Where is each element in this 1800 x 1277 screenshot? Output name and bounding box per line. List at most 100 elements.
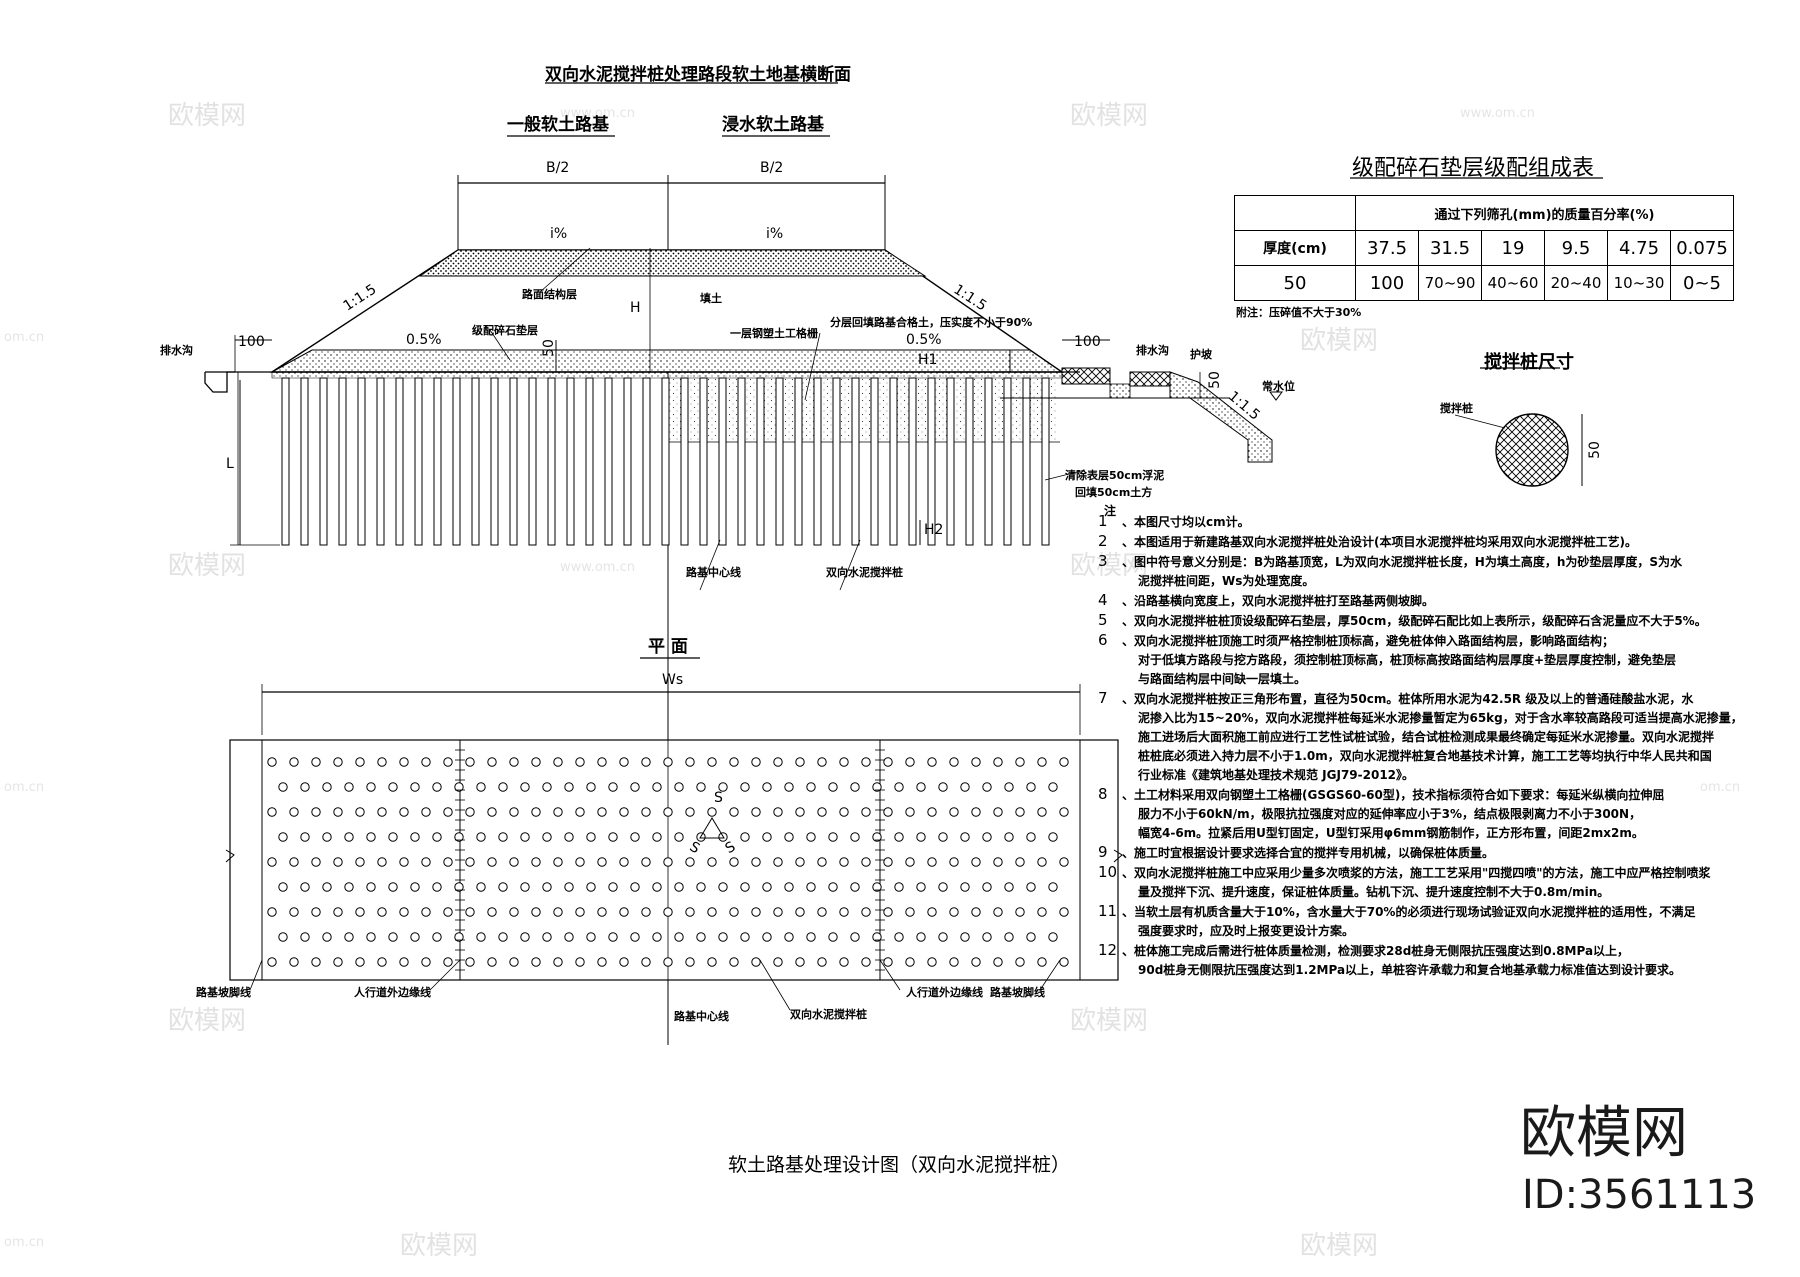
plan-pile (531, 807, 541, 817)
plan-pile (630, 932, 640, 942)
plan-pile (487, 857, 497, 867)
plan-pile (872, 882, 882, 892)
plan-pile (949, 957, 959, 967)
plan-pile (267, 807, 277, 817)
plan-pile (399, 907, 409, 917)
plan-pile (487, 807, 497, 817)
ws-label: Ws (662, 672, 684, 688)
protection-label: 护坡 (1190, 348, 1212, 361)
plan-pile (333, 857, 343, 867)
plan-pile (784, 932, 794, 942)
pile (851, 377, 860, 546)
hundred-left: 100 (238, 334, 265, 350)
pavement-layer (418, 249, 927, 277)
plan-pile (729, 857, 739, 867)
pile-diameter: 50 (1586, 441, 1603, 459)
plan-pile (322, 882, 332, 892)
note-text: 、双向水泥搅拌桩顶施工时须严格控制桩顶标高，避免桩体伸入路面结构层，影响路面结构… (1122, 634, 1615, 648)
plan-pile (608, 882, 618, 892)
plan-pile (399, 957, 409, 967)
plan-pile (762, 832, 772, 842)
plan-pile (1015, 857, 1025, 867)
note-item: 与路面结构层中间缺一层填土。 (1138, 672, 1307, 686)
plan-pile (586, 782, 596, 792)
note-number: 9 (1098, 843, 1108, 861)
pile (585, 377, 594, 546)
leader-geogrid (804, 332, 821, 401)
plan-pile (278, 882, 288, 892)
pile (870, 377, 879, 546)
plan-pile (1004, 832, 1014, 842)
plan-pile (619, 907, 629, 917)
plan-pile (564, 882, 574, 892)
water-level-label: 常水位 (1262, 380, 1295, 393)
plan-pile (839, 807, 849, 817)
plan-pile (795, 857, 805, 867)
plan-pile (817, 857, 827, 867)
geogrid-label: 一层钢塑土工格栅 (730, 327, 818, 340)
plan-pile (388, 932, 398, 942)
sieve-size: 4.75 (1607, 230, 1671, 266)
plan-pile (1048, 782, 1058, 792)
right-drain-block (1061, 367, 1111, 385)
plan-pile (443, 907, 453, 917)
note-number: 8 (1098, 785, 1108, 803)
model-id: ID:3561113 (1522, 1172, 1757, 1218)
plan-pile (685, 957, 695, 967)
plan-pile (344, 932, 354, 942)
plan-pile (1048, 832, 1058, 842)
watermark-logo: 欧模网 (400, 1231, 479, 1261)
plan-pile (421, 907, 431, 917)
note-item: 量及搅拌下沉、提升速度，保证桩体质量。钻机下沉、提升速度控制不大于0.8m/mi… (1138, 885, 1610, 899)
note-item: 3、图中符号意义分别是：B为路基顶宽，L为双向水泥搅拌桩长度，H为填土高度，h为… (1098, 552, 1738, 572)
plan-pile (773, 957, 783, 967)
pass-percent: 40~60 (1481, 265, 1545, 301)
pile (319, 377, 328, 546)
plan-pile (762, 782, 772, 792)
crossfall-right: i% (766, 226, 784, 242)
plan-pile (828, 932, 838, 942)
pile (1003, 377, 1012, 546)
gravel-cushion (271, 349, 1064, 373)
plan-pile (795, 757, 805, 767)
plan-pile (729, 807, 739, 817)
pile (414, 377, 423, 546)
plan-pile (509, 807, 519, 817)
pile (1022, 377, 1031, 546)
plan-pile (828, 882, 838, 892)
plan-pile (388, 782, 398, 792)
plan-pile (608, 832, 618, 842)
fifty-label: 50 (540, 339, 557, 357)
plan-pile (1059, 807, 1069, 817)
hundred-right: 100 (1074, 334, 1101, 350)
plan-pile (597, 757, 607, 767)
plan-pile (509, 857, 519, 867)
note-text: 、双向水泥搅拌桩桩顶设级配碎石垫层，厚50cm，级配碎石配比如上表所示，级配碎石… (1122, 614, 1707, 628)
plan-pile (586, 832, 596, 842)
drawing-title: 软土路基处理设计图（双向水泥搅拌桩） (728, 1154, 1071, 1176)
plan-pile (278, 832, 288, 842)
plan-pile (597, 857, 607, 867)
plan-pile (388, 882, 398, 892)
plan-pile (960, 932, 970, 942)
plan-pile (553, 957, 563, 967)
plan-pile (531, 757, 541, 767)
note-number: 3 (1098, 552, 1108, 570)
pile (661, 377, 670, 546)
plan-pile (883, 857, 893, 867)
plan-pile (410, 782, 420, 792)
plan-pile (487, 907, 497, 917)
plan-pile (465, 857, 475, 867)
pavement-label: 路面结构层 (522, 288, 577, 301)
plan-pile (1026, 882, 1036, 892)
note-number: 12 (1098, 941, 1118, 959)
plan-ticks (455, 749, 885, 971)
crossfall-right-base: 0.5% (906, 332, 942, 348)
plan-pile (333, 907, 343, 917)
plan-pile (377, 907, 387, 917)
plan-pile (828, 782, 838, 792)
plan-pile (916, 782, 926, 792)
backfill-label: 回填50cm土方 (1075, 486, 1153, 499)
plan-pile (663, 757, 673, 767)
